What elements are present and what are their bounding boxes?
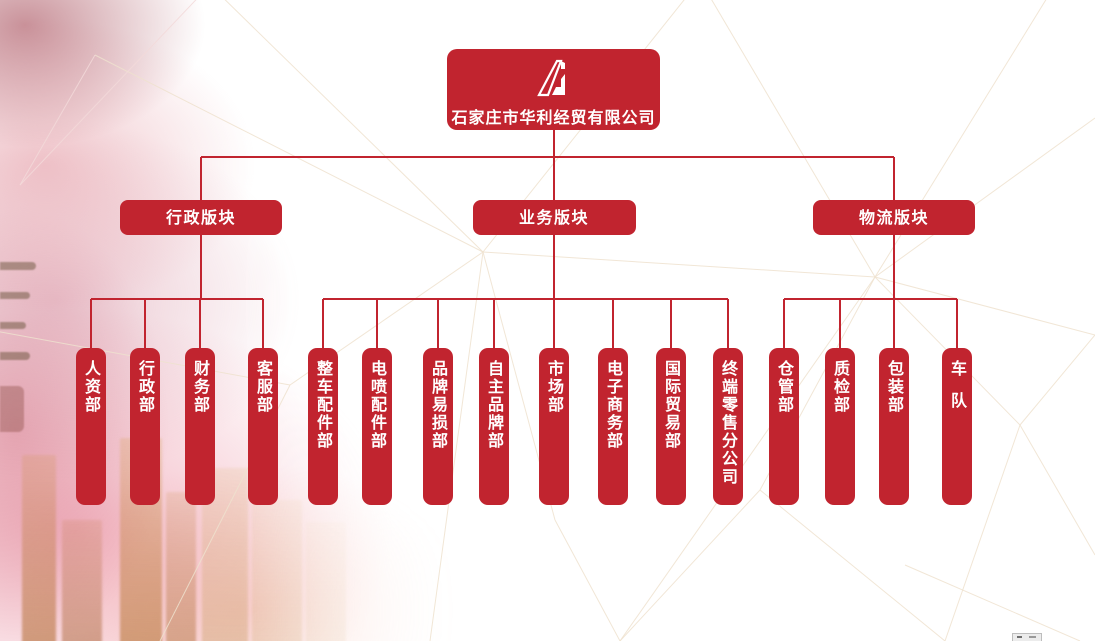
background-pagoda [0,322,26,329]
department-node: 包装部 [879,348,909,505]
department-node: 客服部 [248,348,278,505]
background-pagoda [0,292,30,299]
department-label: 车队 [948,360,967,424]
department-label: 市场部 [545,360,564,414]
department-label: 客服部 [254,360,273,414]
background-pagoda [0,262,36,270]
background-building [22,455,56,641]
department-node: 市场部 [539,348,569,505]
department-label: 仓管部 [775,360,794,414]
department-label: 电子商务部 [604,360,623,450]
background-pagoda [0,352,30,360]
department-node: 电喷配件部 [362,348,392,505]
branch-node-2: 业务版块 [472,200,636,235]
department-node: 仓管部 [769,348,799,505]
company-name: 石家庄市华利经贸有限公司 [451,108,656,127]
department-node: 车队 [942,348,972,505]
department-label: 整车配件部 [314,360,333,450]
department-label: 品牌易损部 [429,360,448,450]
department-label: 国际贸易部 [662,360,681,450]
department-label: 终端零售分公司 [719,360,738,486]
background-pagoda [0,386,24,432]
department-node: 行政部 [130,348,160,505]
branch-node-3: 物流版块 [813,200,975,235]
department-label: 人资部 [82,360,101,414]
department-node: 人资部 [76,348,106,505]
department-node: 整车配件部 [308,348,338,505]
department-node: 品牌易损部 [423,348,453,505]
department-label: 质检部 [831,360,850,414]
department-label: 财务部 [191,360,210,414]
department-label: 行政部 [136,360,155,414]
department-node: 电子商务部 [598,348,628,505]
huali-tower-logo-icon [532,55,576,101]
department-label: 包装部 [885,360,904,414]
department-node: 终端零售分公司 [713,348,743,505]
department-node: 质检部 [825,348,855,505]
branch-node-1: 行政版块 [120,200,282,235]
background-building [306,522,346,641]
background-building [252,500,302,641]
department-node: 国际贸易部 [656,348,686,505]
department-node: 自主品牌部 [479,348,509,505]
department-node: 财务部 [185,348,215,505]
background-building [166,492,196,641]
root-company-node: 石家庄市华利经贸有限公司 [447,49,660,130]
background-building [62,520,102,641]
window-edge-artifact [1012,633,1042,641]
department-label: 电喷配件部 [368,360,387,450]
department-label: 自主品牌部 [485,360,504,450]
